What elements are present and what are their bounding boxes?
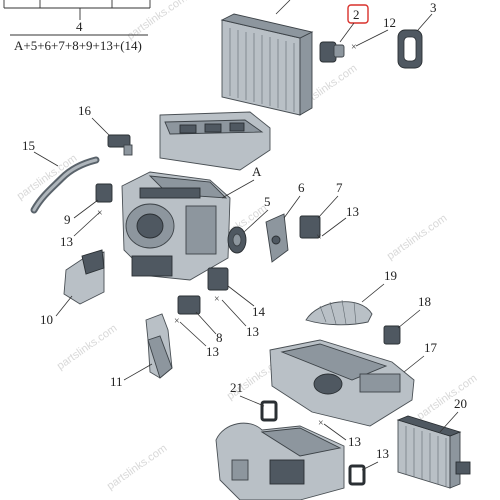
blower-motor-5: 5 xyxy=(227,194,271,254)
temperature-sensor: 16 xyxy=(78,103,133,156)
sensor-18: 18 xyxy=(383,294,431,345)
formula-number: 4 xyxy=(76,19,83,34)
fastener-13f: 13 xyxy=(348,446,389,486)
part-label-13d: 13 xyxy=(206,344,219,359)
part-label-13c: 13 xyxy=(246,324,259,339)
evaporator-core xyxy=(220,0,314,116)
cover-plate-19: 19 xyxy=(305,268,397,326)
actuator-14: × 14 13 xyxy=(207,267,266,339)
part-label-21: 21 xyxy=(230,380,243,395)
duct-11: 11 xyxy=(110,313,173,389)
part-label-12: 12 xyxy=(383,15,396,30)
formula-text: A+5+6+7+8+9+13+(14) xyxy=(14,38,142,53)
watermark: partslinks.com xyxy=(385,212,449,262)
part-label-8: 8 xyxy=(216,330,223,345)
part-label-3: 3 xyxy=(430,0,437,15)
expansion-valve: 2 xyxy=(319,4,369,63)
part-label-17: 17 xyxy=(424,340,438,355)
fastener-mark: × xyxy=(318,418,324,429)
part-label-2: 2 xyxy=(353,7,360,22)
part-label-19: 19 xyxy=(384,268,397,283)
actuator-8: × 8 13 xyxy=(174,295,223,359)
seal-21: 21 xyxy=(230,380,278,422)
hvac-main-housing: A xyxy=(121,164,262,281)
part-label-18: 18 xyxy=(418,294,431,309)
part-label-7: 7 xyxy=(336,180,343,195)
fastener-mark: × xyxy=(174,316,180,327)
part-label-13f: 13 xyxy=(376,446,389,461)
watermark: partslinks.com xyxy=(125,0,189,42)
part-label-6: 6 xyxy=(298,180,305,195)
watermark: partslinks.com xyxy=(415,372,479,422)
part-label-10: 10 xyxy=(40,312,53,327)
bolt-and-seal: 12 × 3 xyxy=(351,0,437,69)
part-label-13a: 13 xyxy=(60,234,73,249)
duct-10: 10 xyxy=(40,249,105,327)
part-label-13b: 13 xyxy=(346,204,359,219)
fastener-mark: × xyxy=(316,232,322,243)
part-label-15: 15 xyxy=(22,138,35,153)
part-label-A: A xyxy=(252,164,262,179)
part-label-9: 9 xyxy=(64,212,71,227)
part-label-13e: 13 xyxy=(348,434,361,449)
actuator-7: 7 13 × xyxy=(299,180,359,243)
part-label-5: 5 xyxy=(264,194,271,209)
actuator-6: 6 xyxy=(265,180,305,263)
lower-housing-17: 17 xyxy=(269,339,438,427)
highlight-box xyxy=(347,4,369,24)
drain-hose: 15 xyxy=(22,138,100,214)
formula-box: 4 A+5+6+7+8+9+13+(14) xyxy=(3,0,151,53)
part-label-11: 11 xyxy=(110,374,123,389)
upper-housing xyxy=(159,111,271,171)
actuator-9: 9 × 13 xyxy=(60,183,113,249)
part-label-16: 16 xyxy=(78,103,92,118)
fastener-mark: × xyxy=(214,294,220,305)
heater-core-20: 20 xyxy=(396,396,471,489)
watermark: partslinks.com xyxy=(105,442,169,492)
part-label-20: 20 xyxy=(454,396,467,411)
fastener-mark: × xyxy=(97,208,103,219)
bottom-housing xyxy=(215,422,345,500)
fastener-mark: × xyxy=(351,42,357,53)
fastener-13e: × 13 xyxy=(318,418,361,449)
part-label-14: 14 xyxy=(252,304,266,319)
watermark: partslinks.com xyxy=(55,322,119,372)
